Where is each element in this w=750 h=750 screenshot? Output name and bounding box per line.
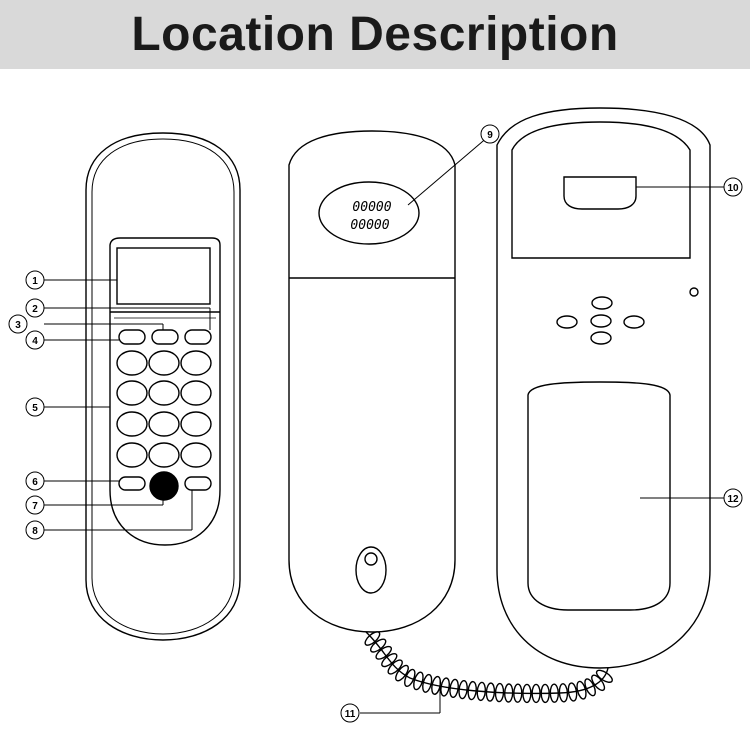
side-indicator bbox=[690, 288, 698, 296]
phone-base bbox=[497, 108, 710, 668]
base-handset-cradle bbox=[528, 382, 670, 610]
title-bar: Location Description bbox=[0, 0, 750, 69]
bottom-right-key[interactable] bbox=[185, 477, 211, 490]
svg-text:7: 7 bbox=[32, 501, 38, 512]
svg-text:4: 4 bbox=[32, 336, 38, 347]
lcd-display bbox=[117, 248, 210, 304]
bottom-left-key[interactable] bbox=[119, 477, 145, 490]
number-key[interactable] bbox=[181, 412, 211, 436]
handset-front bbox=[86, 133, 240, 640]
speaker-holes-row-1: 00000 bbox=[352, 200, 391, 215]
callout-7: 7 bbox=[26, 496, 44, 514]
number-key[interactable] bbox=[117, 412, 147, 436]
number-key[interactable] bbox=[181, 351, 211, 375]
handset-front-inner bbox=[92, 139, 234, 634]
handset-back: 00000 00000 bbox=[289, 131, 455, 632]
callout-10: 10 bbox=[724, 178, 742, 196]
number-key[interactable] bbox=[149, 351, 179, 375]
number-key[interactable] bbox=[149, 381, 179, 405]
base-nav-top[interactable] bbox=[592, 297, 612, 309]
number-key[interactable] bbox=[149, 412, 179, 436]
svg-text:12: 12 bbox=[727, 494, 739, 505]
number-key[interactable] bbox=[117, 381, 147, 405]
handset-front-outer bbox=[86, 133, 240, 640]
page-title: Location Description bbox=[131, 11, 618, 59]
callout-6: 6 bbox=[26, 472, 44, 490]
base-nav-bottom[interactable] bbox=[591, 332, 611, 344]
svg-text:2: 2 bbox=[32, 304, 38, 315]
callout-11: 11 bbox=[341, 704, 359, 722]
number-key[interactable] bbox=[181, 443, 211, 467]
function-key-right[interactable] bbox=[185, 330, 211, 344]
cord-jack-outer bbox=[356, 547, 386, 593]
number-key[interactable] bbox=[117, 443, 147, 467]
base-nav-center[interactable] bbox=[591, 315, 611, 327]
hook-switch bbox=[564, 177, 636, 209]
number-key[interactable] bbox=[181, 381, 211, 405]
svg-text:1: 1 bbox=[32, 276, 38, 287]
number-key[interactable] bbox=[149, 443, 179, 467]
number-key[interactable] bbox=[117, 351, 147, 375]
callout-4: 4 bbox=[26, 331, 44, 349]
callout-1: 1 bbox=[26, 271, 44, 289]
base-nav-right[interactable] bbox=[624, 316, 644, 328]
svg-text:9: 9 bbox=[487, 130, 493, 141]
callout-9: 9 bbox=[481, 125, 499, 143]
cord-jack-inner bbox=[365, 553, 377, 565]
svg-text:5: 5 bbox=[32, 403, 38, 414]
function-key-middle[interactable] bbox=[152, 330, 178, 344]
svg-text:3: 3 bbox=[15, 320, 21, 331]
callout-2: 2 bbox=[26, 299, 44, 317]
speaker-holes-row-2: 00000 bbox=[350, 218, 389, 233]
function-key-left[interactable] bbox=[119, 330, 145, 344]
svg-text:11: 11 bbox=[345, 709, 356, 720]
phone-diagram: 00000 00000 bbox=[0, 69, 750, 750]
callout-12: 12 bbox=[724, 489, 742, 507]
round-center-button[interactable] bbox=[150, 472, 178, 500]
svg-text:10: 10 bbox=[727, 183, 739, 194]
base-nav-left[interactable] bbox=[557, 316, 577, 328]
callout-3: 3 bbox=[9, 315, 27, 333]
base-upper-recess bbox=[512, 122, 690, 258]
base-outline bbox=[497, 108, 710, 668]
callout-8: 8 bbox=[26, 521, 44, 539]
callout-5: 5 bbox=[26, 398, 44, 416]
svg-text:6: 6 bbox=[32, 477, 38, 488]
svg-text:8: 8 bbox=[32, 526, 38, 537]
